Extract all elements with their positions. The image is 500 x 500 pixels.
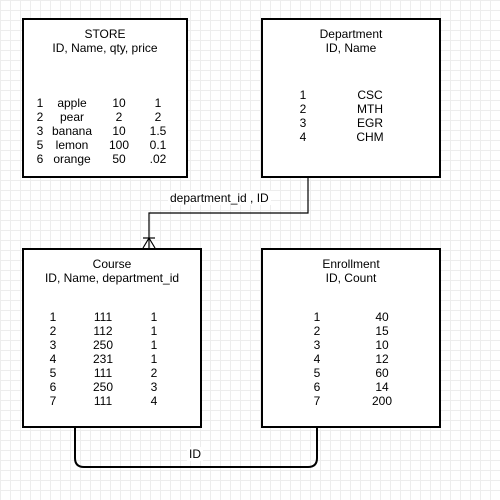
enrollment-cell: 10 [375, 338, 389, 352]
enrollment-entity-header: Enrollment ID, Count [263, 257, 439, 285]
enrollment-cell: 5 [313, 366, 321, 380]
department-cell: 2 [299, 102, 307, 116]
enrollment-cell: 200 [371, 394, 393, 408]
course-cell: 5 [49, 366, 57, 380]
course-cell: 3 [150, 380, 158, 394]
department-entity-header: Department ID, Name [263, 27, 439, 55]
course-cell: 111 [93, 394, 113, 408]
store-cell: 1.5 [149, 124, 167, 138]
store-cell: pear [59, 110, 85, 124]
course-cell: 1 [150, 338, 158, 352]
enrollment-cell: 40 [375, 310, 389, 324]
course-cell: 4 [49, 352, 57, 366]
enrollment-cell: 2 [313, 324, 321, 338]
store-cell: apple [57, 96, 87, 110]
course-cell: 4 [150, 394, 158, 408]
store-cell: 1 [154, 96, 162, 110]
store-cell: 2 [154, 110, 162, 124]
course-cell: 111 [93, 310, 113, 324]
store-cell: 50 [112, 152, 126, 166]
course-entity-header: Course ID, Name, department_id [24, 257, 200, 285]
department-cell: 1 [299, 88, 307, 102]
course-cell: 3 [49, 338, 57, 352]
enrollment-cell: 15 [375, 324, 389, 338]
course-cell: 1 [150, 310, 158, 324]
store-entity-name: STORE [84, 27, 126, 41]
enrollment-cell: 6 [313, 380, 321, 394]
enrollment-cell: 4 [313, 352, 321, 366]
course-enrollment-relation-label: ID [187, 447, 203, 461]
department-cell: 4 [299, 130, 307, 144]
store-cell: orange [53, 152, 91, 166]
store-cell: 3 [36, 124, 44, 138]
department-entity[interactable]: Department ID, Name 1 CSC 2 MTH 3 EGR 4 CHM [261, 18, 441, 178]
department-cell: 3 [299, 116, 307, 130]
course-cell: 7 [49, 394, 57, 408]
department-cell: CSC [357, 88, 383, 102]
enrollment-cell: 3 [313, 338, 321, 352]
course-cell: 1 [49, 310, 57, 324]
course-cell: 111 [93, 366, 113, 380]
department-entity-attributes: ID, Name [325, 41, 377, 55]
course-cell: 112 [93, 324, 113, 338]
store-cell: 10 [112, 96, 126, 110]
course-entity-attributes: ID, Name, department_id [44, 271, 180, 285]
department-cell: CHM [356, 130, 384, 144]
store-cell: 0.1 [149, 138, 167, 152]
course-cell: 1 [150, 352, 158, 366]
course-cell: 6 [49, 380, 57, 394]
store-cell: lemon [55, 138, 89, 152]
enrollment-entity[interactable]: Enrollment ID, Count 1 40 2 15 3 10 4 12 5 60 6 14 7… [261, 248, 441, 428]
course-cell: 2 [150, 366, 158, 380]
store-cell: banana [51, 124, 93, 138]
department-course-relation-label: department_id , ID [168, 191, 271, 205]
enrollment-entity-attributes: ID, Count [325, 271, 377, 285]
course-cell: 250 [92, 338, 114, 352]
store-entity-header: STORE ID, Name, qty, price [24, 27, 186, 55]
store-cell: 2 [115, 110, 123, 124]
store-cell: .02 [149, 152, 167, 166]
enrollment-cell: 7 [313, 394, 321, 408]
enrollment-cell: 60 [375, 366, 389, 380]
course-enrollment-connector[interactable] [74, 428, 318, 468]
enrollment-entity-name: Enrollment [322, 257, 380, 271]
department-course-connector[interactable] [148, 178, 309, 248]
store-cell: 2 [36, 110, 44, 124]
department-cell: EGR [356, 116, 384, 130]
store-cell: 10 [112, 124, 126, 138]
store-cell: 100 [108, 138, 130, 152]
crow-foot-many-marker [142, 237, 156, 249]
department-cell: MTH [357, 102, 383, 116]
enrollment-cell: 14 [375, 380, 389, 394]
course-cell: 2 [49, 324, 57, 338]
course-cell: 231 [92, 352, 114, 366]
store-cell: 5 [36, 138, 44, 152]
enrollment-cell: 12 [375, 352, 389, 366]
store-cell: 1 [36, 96, 44, 110]
course-cell: 250 [92, 380, 114, 394]
store-entity-attributes: ID, Name, qty, price [52, 41, 158, 55]
store-cell: 6 [36, 152, 44, 166]
course-entity-name: Course [92, 257, 132, 271]
enrollment-cell: 1 [313, 310, 321, 324]
department-entity-name: Department [319, 27, 383, 41]
course-cell: 1 [150, 324, 158, 338]
